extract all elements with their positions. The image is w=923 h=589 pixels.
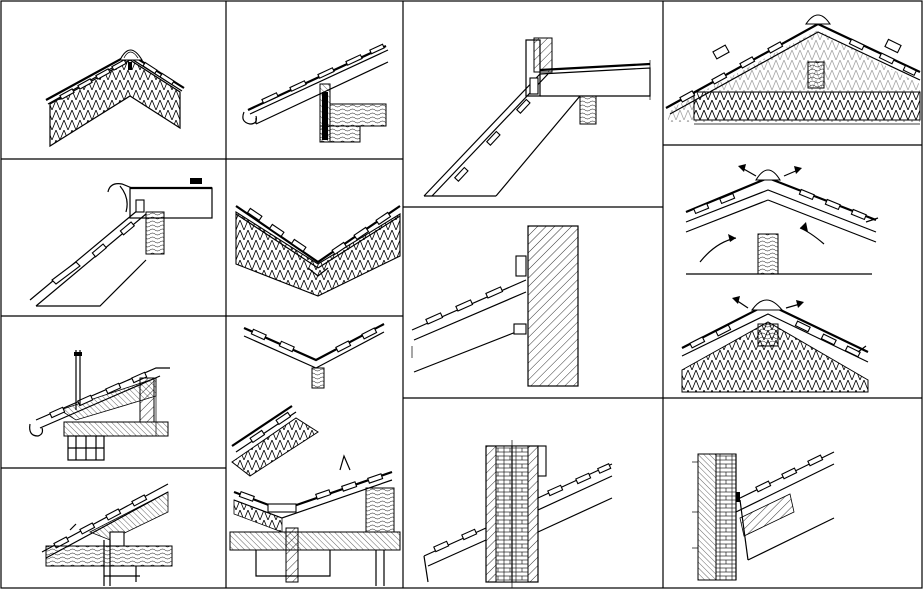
tile-row <box>51 221 136 285</box>
ridge-cap <box>804 14 832 25</box>
tile-row <box>689 320 861 358</box>
tile-row <box>425 286 504 325</box>
panel-valley-insulated <box>235 205 401 297</box>
panel-eaves-gutter-fascia <box>29 178 213 307</box>
panel-dormer-eaves-chimney <box>29 350 170 461</box>
panel-abutment-parapet-slope <box>423 37 651 197</box>
tile-row <box>433 463 612 553</box>
ridge-cap <box>750 299 784 311</box>
tile-row <box>261 43 385 104</box>
ridge-cap <box>119 49 143 61</box>
panel-chimney-penetration <box>423 440 613 588</box>
panel-ridge-vent-airflow <box>685 164 879 275</box>
tile-row <box>250 327 378 353</box>
tile-row <box>238 473 384 502</box>
panel-ridge-ventilated-attic <box>665 14 921 125</box>
ridge-cap <box>755 169 781 181</box>
tile-row <box>679 38 918 103</box>
panel-wall-abutment-pitch <box>411 225 579 387</box>
gutter-icon <box>242 111 257 125</box>
tile-row <box>59 59 175 100</box>
panel-ridge-apex-insulated <box>45 49 185 148</box>
tile-row <box>693 188 867 221</box>
panel-ridge-insulated-airflow <box>681 296 869 393</box>
panel-eaves-gutter-rafter <box>242 43 389 143</box>
tile-row <box>53 494 148 549</box>
panel-brick-wall-abutment <box>692 451 835 581</box>
tile-row <box>453 98 531 182</box>
tile-row <box>246 207 392 256</box>
panel-eaves-overhang-soffit <box>41 483 173 586</box>
tile-row <box>755 454 824 493</box>
panel-valley-and-box-gutter <box>229 323 401 586</box>
